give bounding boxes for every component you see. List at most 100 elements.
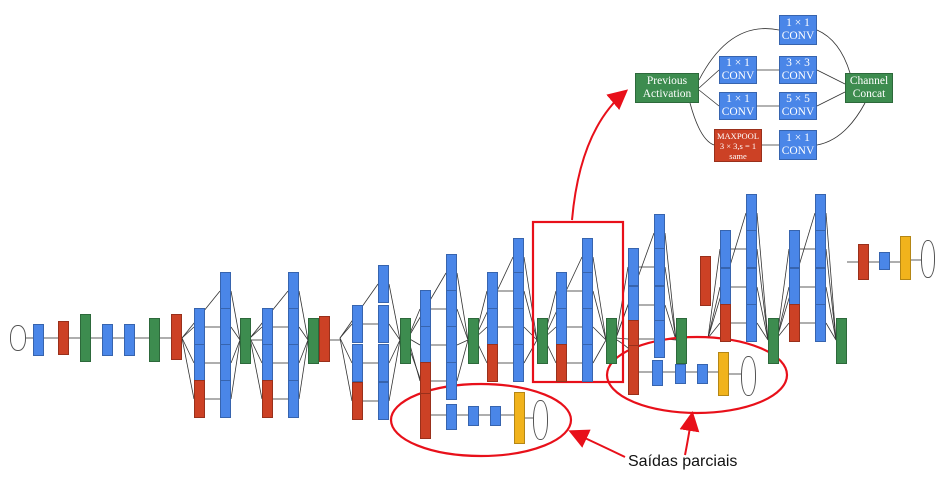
inception-4d-concat [606,318,617,364]
aux0-fc2-node [490,406,501,426]
inception-5b-out-edge-2 [825,286,837,341]
inception-4b-conv-1x1-d [446,362,457,400]
aux0-avgpool-node [420,393,431,439]
aux0-highlight-ellipse [389,382,573,458]
inception-3b-conv-1x1-a [288,272,299,310]
inception-4e-out-edge-2 [664,304,677,341]
inception-3a-out-edge-1 [230,326,241,341]
inception-5a-in-edge-3 [707,322,721,339]
inception-5a-conv-3x3 [746,230,757,268]
inception-4c-maxpool [487,344,498,382]
inception-5b-in-edge-2 [776,286,790,339]
inception-3a-out-edge-3 [230,339,241,400]
previous-activation-node: Previous Activation [635,73,699,103]
inception-4d-out-edge-2 [592,326,607,341]
inception-5b-concat [836,318,847,364]
inception-4a-concat [400,318,411,364]
inception-5a-conv-1x1-b [720,230,731,268]
inception-3b-conv-5x5 [288,344,299,382]
aux1-fc-node [675,364,686,384]
inception-4e-conv-1x1-a [654,214,665,252]
inception-3b-out-edge-2 [298,339,309,364]
inception-3a-in-edge-2 [181,337,195,364]
detail-edge-top [698,28,780,81]
highlight-arrow-to-module [571,89,629,221]
inception-4d-conv-5x5 [582,308,593,346]
inception-3a-out-edge-0 [230,290,241,341]
caption-arrow-right [679,411,700,456]
inception-4a-maxpool [352,382,363,420]
conv-1x1-bottom-node: 1 × 1 CONV [779,130,817,160]
conv-3x3-node: 3 × 3 CONV [779,56,817,84]
inception-4d-out-edge-3 [592,339,607,364]
inception-4c-out-edge-1 [523,290,538,341]
inception-4e-conv-1x1-c [628,286,639,324]
inception-4b-conv-1x1-a [446,254,457,292]
conv-1x1-top-node: 1 × 1 CONV [779,15,817,45]
inception-3b-conv-1x1-b [262,308,273,346]
inception-5a-out-edge-1 [756,248,769,341]
inception-4d-out-edge-0 [592,256,607,341]
inception-5a-in-edge-1 [707,248,721,339]
inception-4d-conv-3x3 [582,272,593,310]
inception-3b-concat [308,318,319,364]
stem-maxpool-node [58,321,69,355]
inception-3b-out-edge-3 [298,339,309,400]
inception-4b-conv-1x1-b [420,290,431,328]
inception-5a-maxpool [720,304,731,342]
aux0-conv-node [446,404,457,430]
inception-3a-maxpool [194,380,205,418]
aux1-conv-node [652,360,663,386]
inception-3a-conv-1x1-d [220,380,231,418]
inception-5b-conv-1x1-a [815,194,826,232]
detail-edge-b2 [698,69,720,89]
detail-out-3x3 [816,69,846,85]
inception-4e-conv-3x3 [654,248,665,286]
inception-5b-conv-5x5 [815,268,826,306]
inception-5a-concat [768,318,779,364]
inception-3a-out-edge-2 [230,339,241,364]
conv-1x1-branch2-node: 1 × 1 CONV [719,56,757,84]
inception-4d-conv-1x1-c [556,308,567,346]
conv-5x5-node: 5 × 5 CONV [779,92,817,120]
channel-concat-node: Channel Concat [845,73,893,103]
input-node [10,325,26,351]
inception-5b-conv-1x1-b [789,230,800,268]
inception-4b-out-edge-3 [456,339,469,382]
conv-1x1-branch3-node: 1 × 1 CONV [719,92,757,120]
detail-out-pool [816,102,866,146]
inception-3a-conv-1x1-b [194,308,205,346]
softmax1-node [741,356,756,396]
stem-lrn2-node [149,318,160,362]
inception-4a-in-edge-3 [339,337,353,402]
fc-node [879,252,890,270]
inception-5a-in-edge-2 [707,286,721,339]
inception-3b-in-edge-1 [249,326,263,339]
inception-4d-out-edge-1 [592,290,607,341]
inception-5a-out-edge-3 [756,322,769,341]
detail-edge-b3 [698,89,720,107]
inception-3a-conv-5x5 [220,344,231,382]
inception-4c-conv-1x1-a [513,238,524,276]
detail-out-top [816,29,851,74]
inception-highlight-box [531,220,625,384]
inception-3b-conv-1x1-c [262,344,273,382]
inception-3a-in-edge-3 [181,337,195,400]
inception-4a-out-edge-3 [388,339,401,402]
stem-conv-3x3-node [124,324,135,356]
inception-5b-in-edge-3 [776,322,790,339]
inception-3a-in-edge-1 [181,326,195,339]
inception-4d-conv-1x1-b [556,272,567,310]
aux0-softmax-activation-node [514,392,525,444]
inception-3b-in-edge-3 [249,337,263,400]
inception-4b-concat [468,318,479,364]
inception-4c-conv-1x1-c [487,308,498,346]
inception-5a-conv-1x1-a [746,194,757,232]
maxpool-node: MAXPOOL 3 × 3,s = 1 same [714,129,762,162]
inception-4a-conv-1x1-c [352,344,363,382]
inception-3b-in-edge-2 [249,337,263,364]
inception-4c-out-edge-3 [523,339,538,364]
inception-4a-in-edge-2 [339,337,353,364]
